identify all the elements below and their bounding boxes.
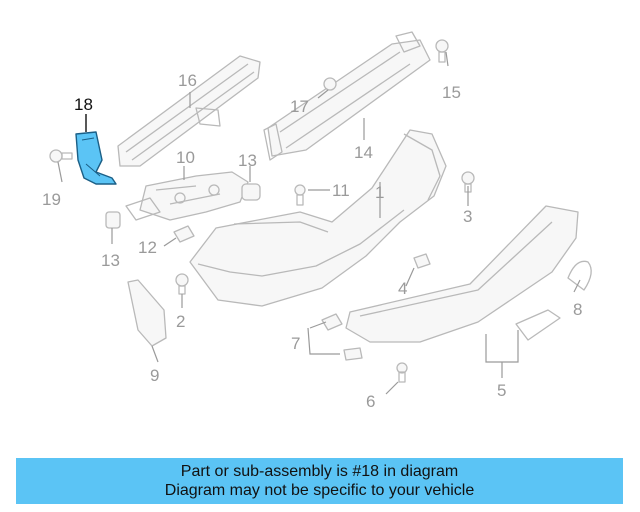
callout-1: 1 <box>375 183 384 202</box>
reflector <box>567 260 592 291</box>
callout-16: 16 <box>178 71 197 90</box>
callout-8: 8 <box>573 300 582 319</box>
banner-line-1: Part or sub-assembly is #18 in diagram <box>180 463 459 480</box>
callout-14: 14 <box>354 143 373 162</box>
callout-6: 6 <box>366 392 375 411</box>
info-banner: Part or sub-assembly is #18 in diagram D… <box>16 458 623 504</box>
leader-lines <box>57 51 581 395</box>
callout-2: 2 <box>176 312 185 331</box>
highlighted-part-18[interactable] <box>75 131 117 185</box>
side-trim <box>127 279 167 347</box>
callout-12: 12 <box>138 238 157 257</box>
callout-11: 11 <box>332 181 350 200</box>
callout-18: 18 <box>74 95 93 114</box>
bumper-cover <box>189 129 447 307</box>
callout-5: 5 <box>497 381 506 400</box>
fasteners <box>49 39 475 383</box>
reinforcement-beam <box>263 31 431 161</box>
callout-10: 10 <box>176 148 195 167</box>
callout-9: 9 <box>150 366 159 385</box>
callout-13a: 13 <box>238 151 257 170</box>
callout-19: 19 <box>42 190 61 209</box>
callout-4: 4 <box>398 279 407 298</box>
parts-diagram: 1 2 3 4 5 6 7 8 9 10 11 12 13 13 14 15 1… <box>42 31 592 411</box>
energy-absorber <box>117 55 261 167</box>
callout-15: 15 <box>442 83 461 102</box>
banner-line-2: Diagram may not be specific to your vehi… <box>164 482 475 499</box>
side-bracket <box>125 171 249 221</box>
callout-17: 17 <box>290 97 309 116</box>
lower-diffuser <box>345 205 579 343</box>
callout-13b: 13 <box>101 251 120 270</box>
callout-7: 7 <box>291 334 300 353</box>
callout-3: 3 <box>463 207 472 226</box>
